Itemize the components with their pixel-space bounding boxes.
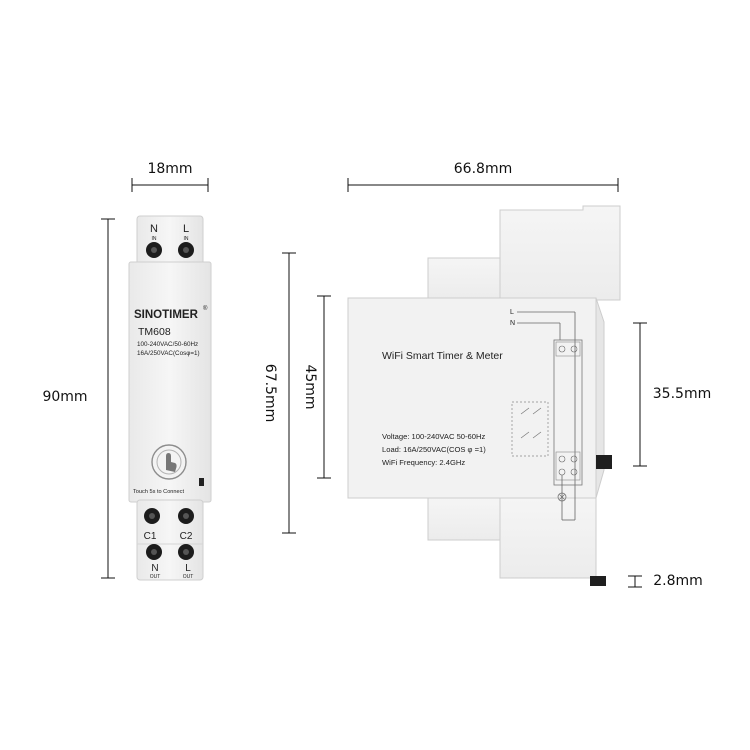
side-load: Load: 16A/250VAC(COS φ =1) xyxy=(382,445,486,454)
front-view: N IN L IN SINOTIMER ® TM608 100-240VAC/5… xyxy=(128,215,212,581)
lamp-cross xyxy=(559,494,565,500)
hand-touch-icon xyxy=(166,453,177,472)
terminal-n-out-sub: OUT xyxy=(150,574,161,580)
side-upper-shoulder xyxy=(427,257,501,301)
dim-2-8-label: 2.8mm xyxy=(653,573,703,589)
side-view: WiFi Smart Timer & Meter Voltage: 100-24… xyxy=(347,205,621,586)
side-title: WiFi Smart Timer & Meter xyxy=(382,350,503,362)
terminal-l-in-sub: IN xyxy=(184,236,189,242)
rail-clip xyxy=(596,455,612,469)
side-rail-edge xyxy=(595,297,605,499)
terminal-l-out-sub: OUT xyxy=(183,574,194,580)
terminal-l-in-label: L xyxy=(183,223,189,235)
terminal-l-out-label: L xyxy=(185,563,191,574)
dim-45-label: 45mm xyxy=(302,364,318,409)
status-led xyxy=(199,478,204,486)
wiring-terminal-l-in xyxy=(570,345,578,353)
side-lower-shoulder xyxy=(427,497,501,541)
touch-ring xyxy=(156,449,182,475)
screw-n-in-head xyxy=(151,247,157,253)
wiring-terminal-c1 xyxy=(558,455,566,463)
spec-voltage-label: 100-240VAC/50-60Hz xyxy=(137,341,198,348)
wire-l-label: L xyxy=(510,309,514,316)
spec-load-label: 16A/250VAC(Cosφ=1) xyxy=(137,350,200,357)
external-switch-dashed xyxy=(511,401,549,457)
wire-n-label: N xyxy=(510,320,515,327)
wiring-module-outline xyxy=(553,339,583,486)
registered-mark: ® xyxy=(203,305,208,312)
touch-caption: Touch 5s to Connect xyxy=(133,489,184,495)
switch-contact-bottom xyxy=(520,431,542,439)
terminal-c1-label: C1 xyxy=(144,531,157,542)
side-voltage: Voltage: 100-240VAC 50-60Hz xyxy=(382,432,485,441)
wiring-bottom-terminals xyxy=(555,451,581,481)
side-bottom-step xyxy=(499,497,597,579)
dim-18-label: 18mm xyxy=(147,161,192,177)
wiring-terminal-l-out xyxy=(570,468,578,476)
rail-foot xyxy=(590,576,606,586)
lamp-load-icon xyxy=(557,492,567,502)
side-main-face xyxy=(347,297,597,499)
screw-c2-head xyxy=(183,513,189,519)
dim-90-label: 90mm xyxy=(42,389,87,405)
brand-label: SINOTIMER xyxy=(134,309,199,321)
screw-l-out-head xyxy=(183,549,189,555)
terminal-n-in-sub: IN xyxy=(152,236,157,242)
side-top-step xyxy=(499,205,621,301)
wiring-terminal-n-in xyxy=(558,345,566,353)
switch-contact-top xyxy=(520,407,542,415)
dim-35-label: 35.5mm xyxy=(653,386,711,402)
dim-67-label: 67.5mm xyxy=(262,364,278,422)
side-frequency: WiFi Frequency: 2.4GHz xyxy=(382,458,465,467)
terminal-c2-label: C2 xyxy=(180,531,193,542)
dim-66-label: 66.8mm xyxy=(454,161,512,177)
screw-n-out-head xyxy=(151,549,157,555)
terminal-n-in-label: N xyxy=(150,223,158,235)
wiring-terminal-c2 xyxy=(570,455,578,463)
screw-l-in-head xyxy=(183,247,189,253)
model-label: TM608 xyxy=(138,326,171,338)
wiring-top-terminals xyxy=(555,341,581,357)
terminal-n-out-label: N xyxy=(151,563,158,574)
front-top-terminal-block xyxy=(136,215,204,267)
screw-c1-head xyxy=(149,513,155,519)
dimension-lines xyxy=(101,178,647,588)
